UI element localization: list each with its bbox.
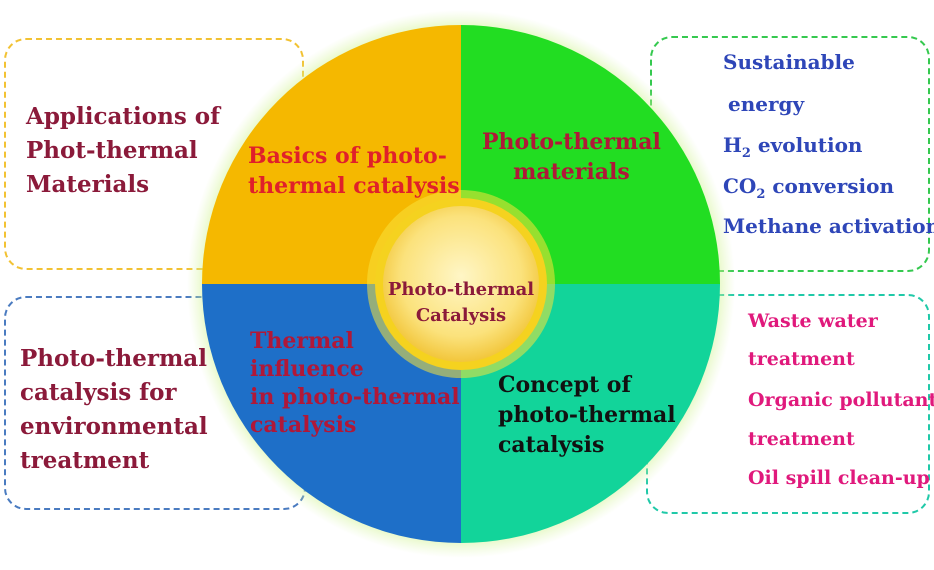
energy-item-sustainable-line2: energy [728,92,805,116]
pollution-item-oilspill: Oil spill clean-up [748,467,930,489]
center-circle [383,206,539,362]
applications-text: Applications of Phot-thermal Materials [26,103,221,198]
energy-item-methane: Methane activation [723,214,934,238]
pollution-item-wastewater-line2: treatment [748,348,855,370]
pollution-item-organic: Organic pollutant [748,389,934,411]
quadrant-top-left-label: Basics of photo- thermal catalysis [248,143,460,199]
energy-item-sustainable: Sustainable [723,50,855,74]
quadrant-bottom-left-label: Thermal influence in photo-thermal catal… [250,328,460,438]
environmental-text: Photo-thermal catalysis for environmenta… [20,345,208,474]
pollution-item-organic-line2: treatment [748,428,855,450]
quadrant-bottom-right-label: Concept of photo-thermal catalysis [498,372,676,458]
quadrant-top-right-label: Photo-thermal materials [482,129,661,185]
energy-item-co2: CO2 conversion [723,174,895,202]
pollution-item-wastewater: Waste water [748,310,878,332]
center-label: Photo-thermal Catalysis [387,279,535,326]
energy-item-h2: H2 evolution [723,133,863,161]
